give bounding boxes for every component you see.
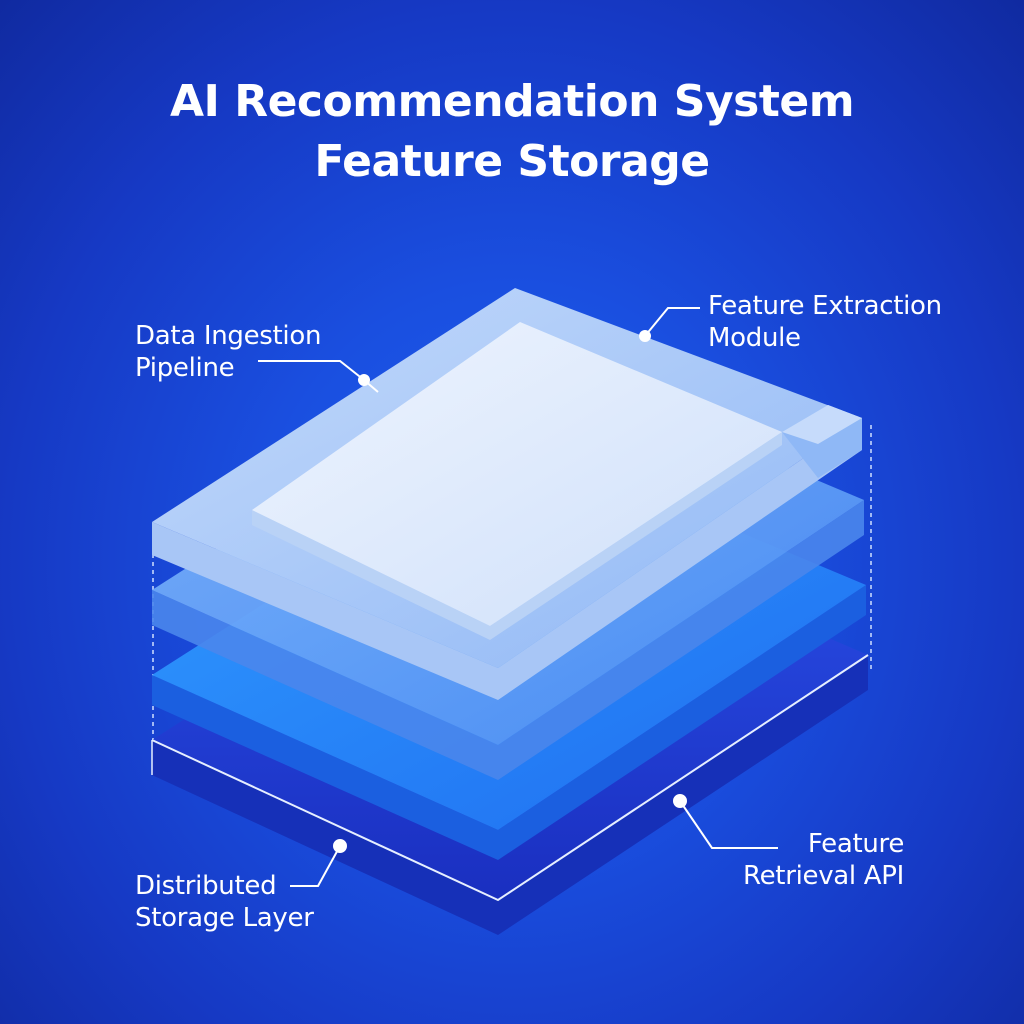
diagram-title: AI Recommendation System Feature Storage bbox=[0, 72, 1024, 192]
label-feature-extraction-module: Feature Extraction Module bbox=[708, 290, 942, 354]
annotation-ingestion bbox=[258, 360, 379, 393]
label-storage-line-1: Distributed bbox=[135, 871, 277, 901]
label-storage-line-2: Storage Layer bbox=[135, 903, 314, 933]
label-ingestion-line-2: Pipeline bbox=[135, 353, 235, 383]
label-extraction-line-1: Feature Extraction bbox=[708, 291, 942, 321]
label-retrieval-line-2: Retrieval API bbox=[743, 861, 905, 891]
label-distributed-storage-layer: Distributed Storage Layer bbox=[135, 870, 314, 934]
label-extraction-line-2: Module bbox=[708, 323, 801, 353]
label-ingestion-line-1: Data Ingestion bbox=[135, 321, 322, 351]
title-line-1: AI Recommendation System bbox=[169, 76, 855, 127]
label-feature-retrieval-api: Feature Retrieval API bbox=[743, 828, 904, 892]
annotation-extraction bbox=[639, 307, 700, 342]
label-data-ingestion-pipeline: Data Ingestion Pipeline bbox=[135, 320, 321, 384]
title-line-2: Feature Storage bbox=[314, 136, 710, 187]
label-retrieval-line-1: Feature bbox=[807, 829, 905, 859]
annotation-retrieval bbox=[673, 794, 778, 849]
annotation-storage bbox=[290, 839, 347, 887]
layer-top-edge-bar bbox=[782, 405, 862, 478]
layer-top-tile bbox=[252, 322, 782, 640]
